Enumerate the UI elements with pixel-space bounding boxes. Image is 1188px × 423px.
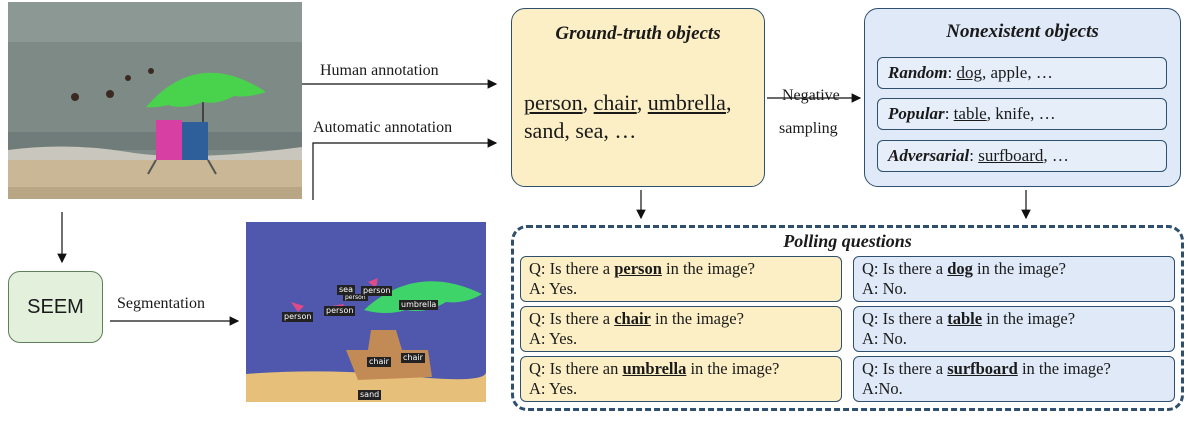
human-annotation-label: Human annotation <box>320 62 439 79</box>
ground-truth-objects-line2: sand, sea, … <box>524 118 637 143</box>
poll-question-umbrella: Q: Is there an umbrella in the image? A:… <box>520 356 842 402</box>
nonexistent-adversarial-row: Adversarial: surfboard, … <box>877 140 1167 172</box>
negative-sampling-label-line2: sampling <box>779 120 838 137</box>
segmentation-image: sea person person person person umbrella… <box>246 222 486 402</box>
segmentation-masks <box>246 222 486 402</box>
ground-truth-box: Ground-truth objects person, chair, umbr… <box>511 8 765 187</box>
nonexistent-popular-row: Popular: table, knife, … <box>877 98 1167 130</box>
poll-question-person: Q: Is there a person in the image? A: Ye… <box>520 256 842 302</box>
polling-title: Polling questions <box>783 231 912 251</box>
seg-label-person: person <box>343 294 368 301</box>
poll-question-dog: Q: Is there a dog in the image? A: No. <box>853 256 1175 302</box>
poll-question-surfboard: Q: Is there a surfboard in the image? A:… <box>853 356 1175 402</box>
poll-question-chair: Q: Is there a chair in the image? A: Yes… <box>520 306 842 352</box>
gt-object-person: person <box>524 90 583 115</box>
nonexistent-title: Nonexistent objects <box>946 21 1099 42</box>
beach-photo <box>8 2 302 199</box>
seg-label-person: person <box>282 312 314 322</box>
ground-truth-objects-line1: person, chair, umbrella, <box>524 90 732 115</box>
seg-label-sand: sand <box>358 390 382 400</box>
seg-label-sea: sea <box>337 285 355 295</box>
gt-object-chair: chair <box>593 90 637 115</box>
automatic-annotation-label: Automatic annotation <box>313 119 453 136</box>
seem-box: SEEM <box>8 271 103 343</box>
poll-question-table: Q: Is there a table in the image? A: No. <box>853 306 1175 352</box>
seg-label-chair: chair <box>367 357 391 367</box>
seg-label-person: person <box>361 286 393 296</box>
nonexistent-objects-box: Nonexistent objects Random: dog, apple, … <box>864 8 1181 187</box>
ground-truth-title: Ground-truth objects <box>555 23 721 44</box>
gt-object-umbrella: umbrella <box>647 90 726 115</box>
seg-label-chair: chair <box>401 353 425 363</box>
polling-questions-box: Polling questions Q: Is there a person i… <box>511 225 1184 411</box>
nonexistent-random-row: Random: dog, apple, … <box>877 57 1167 89</box>
seg-label-person: person <box>324 306 356 316</box>
seg-label-umbrella: umbrella <box>399 300 439 310</box>
negative-sampling-label-line1: Negative <box>782 87 840 104</box>
segmentation-label: Segmentation <box>117 295 205 312</box>
